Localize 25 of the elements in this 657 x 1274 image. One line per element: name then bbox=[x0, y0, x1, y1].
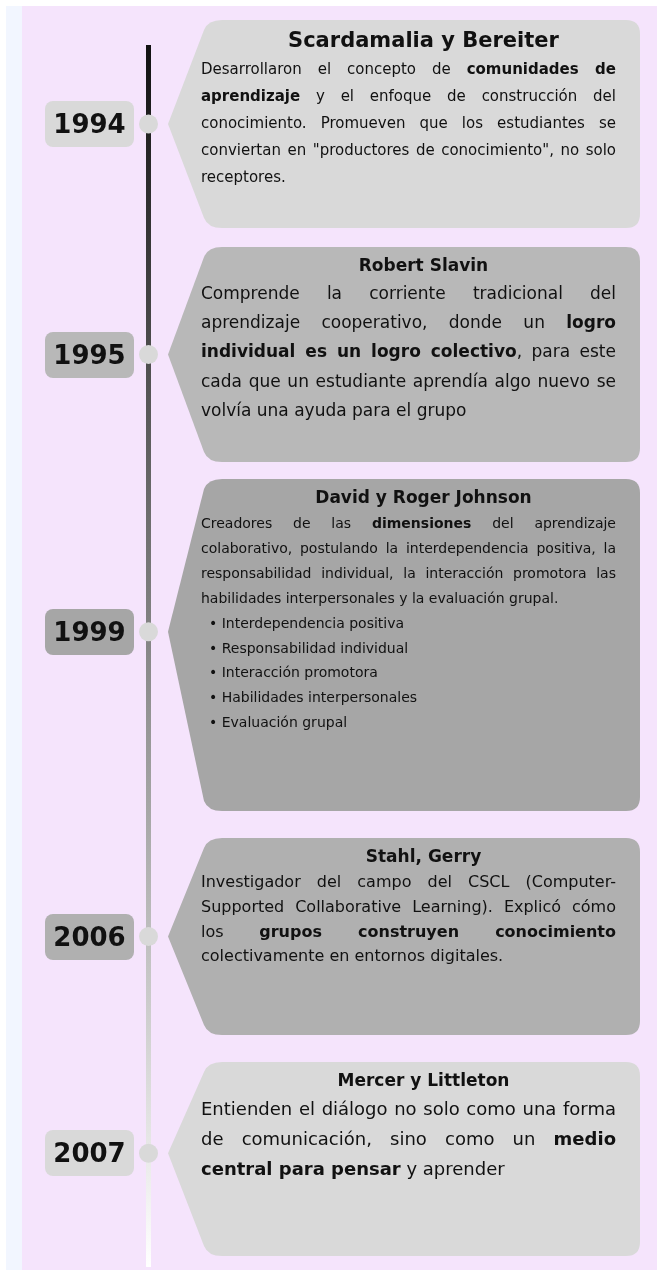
year-label: 2006 bbox=[45, 913, 134, 960]
card-description: Investigador del campo del CSCL (Computer-Supported Collaborative Learning). Explicó cómo los grupos construyen conocimiento colectivamente en entornos digitales. bbox=[201, 871, 616, 968]
event-card bbox=[168, 247, 640, 462]
bullet-item: • Interdependencia positiva bbox=[209, 613, 406, 633]
event-card bbox=[168, 838, 640, 1035]
bullet-item: • Habilidades interpersonales bbox=[209, 688, 419, 708]
year-label: 1999 bbox=[45, 608, 134, 655]
card-description: Desarrollaron el concepto de comunidades de aprendizaje y el enfoque de construcción del conocimiento. Promueven que los estudiantes se conviertan en "productores de conocimiento", no solo receptores. bbox=[201, 59, 616, 188]
card-description: Entienden el diálogo no solo como una forma de comunicación, sino como un medio central para pensar y aprender bbox=[201, 1097, 616, 1182]
year-label: 1994 bbox=[45, 101, 134, 147]
bullet-item: • Responsabilidad individual bbox=[209, 638, 410, 658]
year-label: 2007 bbox=[45, 1130, 134, 1177]
card-heading: Scardamalia y Bereiter bbox=[287, 28, 560, 52]
card-description: Comprende la corriente tradicional del aprendizaje cooperativo, donde un logro individual es un logro colectivo, para este cada que un estudiante aprendía algo nuevo se volvía una ayuda para el grupo bbox=[201, 282, 616, 422]
bullet-item: • Evaluación grupal bbox=[209, 713, 349, 733]
event-card bbox=[168, 1062, 640, 1256]
bullet-item: • Interacción promotora bbox=[209, 663, 379, 683]
event-card bbox=[168, 479, 640, 811]
year-label: 1995 bbox=[45, 331, 134, 378]
card-heading: David y Roger Johnson bbox=[314, 487, 533, 507]
card-heading: Stahl, Gerry bbox=[364, 846, 483, 866]
card-heading: Mercer y Littleton bbox=[336, 1070, 511, 1090]
card-description: Creadores de las dimensiones del aprendizaje colaborativo, postulando la interdependencia positiva, la responsabilidad individual, la interacción promotora las habilidades interpersonales y la evaluación grupal. bbox=[201, 514, 616, 608]
card-heading: Robert Slavin bbox=[357, 255, 490, 275]
event-card bbox=[168, 20, 640, 228]
